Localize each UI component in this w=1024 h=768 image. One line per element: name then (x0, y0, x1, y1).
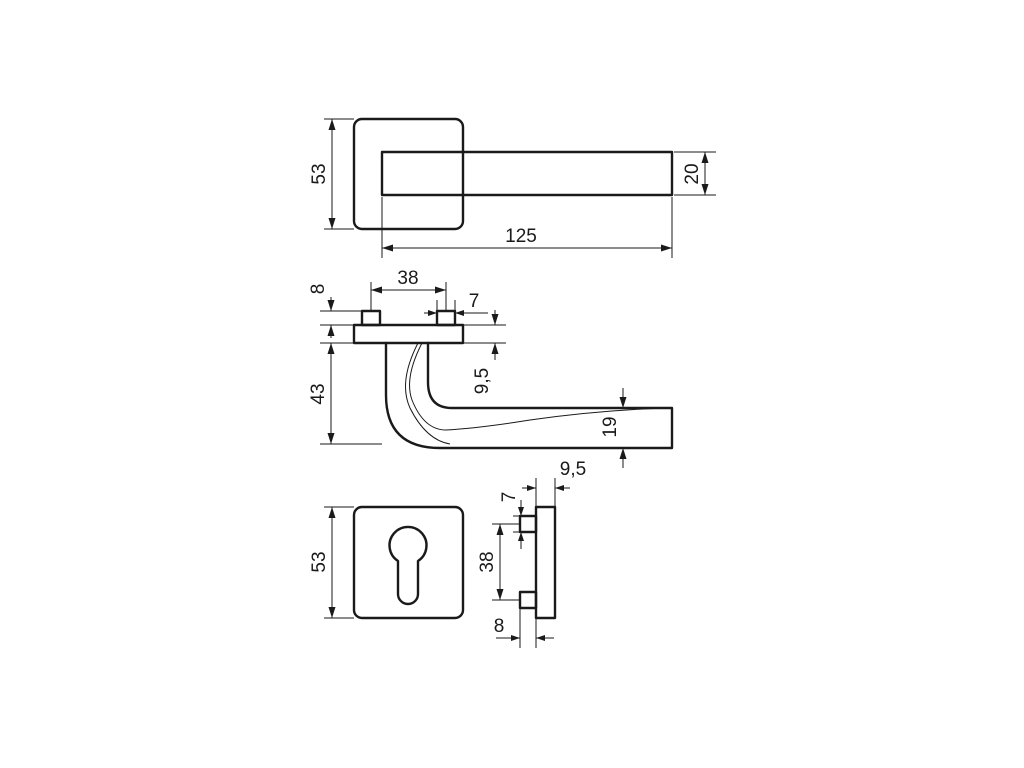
pin-right (435, 309, 457, 327)
dim-key-pin-width: 7 (499, 492, 524, 549)
lever-top-view: 53 20 125 (309, 117, 716, 258)
key-rose-outline (352, 505, 465, 620)
dim-key-pin-height: 8 (494, 608, 554, 648)
dim-label-125: 125 (505, 226, 537, 247)
dim-label-43: 43 (308, 383, 329, 404)
dim-lever-length: 125 (381, 197, 673, 258)
dim-label-8-key: 8 (494, 616, 505, 637)
lever-profile (384, 341, 674, 450)
dim-pin-spacing: 38 (370, 268, 447, 311)
dim-label-9-5-side: 9,5 (472, 368, 493, 394)
dim-label-9-5-key: 9,5 (560, 459, 586, 480)
dim-neck-height: 9,5 (463, 310, 506, 394)
dim-label-8-side: 8 (308, 284, 329, 295)
key-rose-plate (534, 505, 557, 620)
dim-key-rose-height: 53 (309, 506, 354, 619)
lever-side-view: 8 38 7 9,5 (308, 268, 674, 468)
dim-label-20: 20 (682, 163, 703, 184)
dim-key-plate-thickness: 9,5 (522, 459, 586, 507)
dim-rose-height: 53 (309, 118, 354, 230)
pin-left (360, 309, 382, 327)
dim-pin-height: 8 (308, 284, 362, 338)
lever-inner-curve-2 (405, 342, 451, 445)
dim-label-38-key: 38 (477, 551, 498, 572)
dim-key-pin-spacing: 38 (477, 523, 520, 601)
dim-pin-width: 7 (424, 291, 488, 316)
keyhole-icon (388, 525, 428, 606)
key-pin-bottom (518, 590, 538, 610)
lever-outline (380, 150, 674, 197)
dim-label-7-side: 7 (469, 291, 480, 312)
dim-total-height: 43 (308, 342, 382, 445)
key-rose-side-view: 7 9,5 38 8 (477, 459, 586, 648)
dim-label-7-key: 7 (499, 492, 520, 503)
dim-label-19: 19 (600, 416, 621, 437)
key-rose-front-view: 53 (309, 505, 465, 620)
dim-label-38-side: 38 (397, 268, 418, 289)
key-pin-top (518, 514, 538, 534)
dim-label-53-key: 53 (309, 551, 330, 572)
lever-inner-curve (409, 342, 669, 431)
dim-label-53: 53 (309, 163, 330, 184)
dim-grip-thickness: 19 (600, 388, 672, 468)
rose-plate (352, 323, 465, 345)
dim-lever-width: 20 (674, 151, 716, 196)
rose-outline (352, 117, 465, 231)
